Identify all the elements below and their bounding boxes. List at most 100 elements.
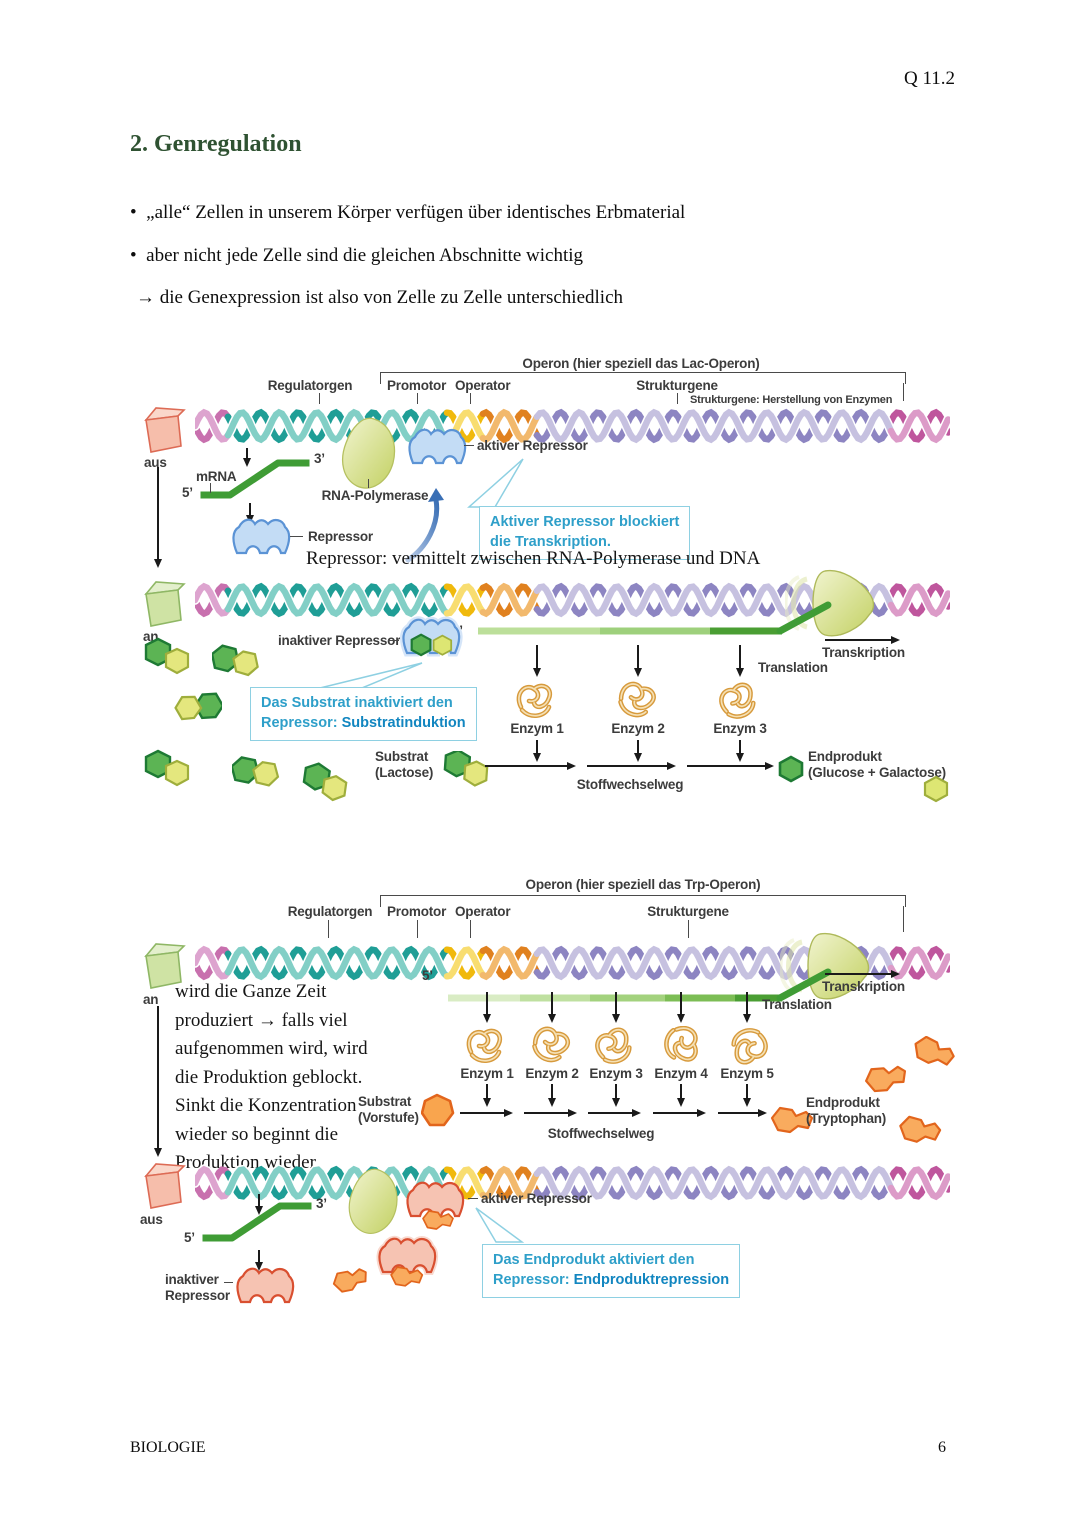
bullet-1-text: „alle“ Zellen in unserem Körper verfügen…: [146, 202, 686, 223]
enzyme-trp-2-label: Enzym 2: [525, 1066, 579, 1081]
pathway-arrow-1: [485, 765, 571, 767]
enzyme-trp-3-label: Enzym 3: [589, 1066, 643, 1081]
enzyme-trp-2-icon: [527, 1026, 577, 1066]
polymerase-leader: [368, 479, 370, 488]
gene-state-cube-off: svg .cubeTop{fill:#fad7ca;stroke:#dd6b55…: [145, 407, 185, 453]
enzyme-trp-4-label: Enzym 4: [654, 1066, 708, 1081]
pathway-label-trp: Stoffwechselweg: [547, 1126, 655, 1141]
transcription-arrow-trp: [825, 973, 895, 975]
translation-label: Translation: [758, 660, 828, 675]
label-operator-trp: Operator: [455, 904, 511, 919]
keyword-endproduktrepression: Endproduktrepression: [573, 1272, 730, 1289]
leader-regulatorgen: [319, 393, 321, 404]
lactose-pair: [144, 749, 190, 787]
enzyme-action-trp-1: [486, 1084, 488, 1102]
enzyme-trp-5-icon: [722, 1026, 772, 1066]
enzyme-action-trp-3: [615, 1084, 617, 1102]
lac-operon-figure: Operon (hier speziell das Lac-Operon) Re…: [130, 345, 975, 813]
repressor-note: Repressor: vermittelt zwischen RNA-Polym…: [306, 548, 761, 569]
enzyme-trp-4-icon: [656, 1026, 706, 1066]
mrna-zigzag: [200, 459, 310, 499]
enzyme-action-arrow-1: [536, 740, 538, 757]
leader-strukturgene-trp: [688, 920, 690, 938]
inactive-repressor-dash: [388, 640, 399, 642]
bracket-right-tick: [903, 383, 905, 401]
lac-operon-title: Operon (hier speziell das Lac-Operon): [522, 356, 760, 371]
repressor-shape: [232, 518, 291, 555]
mrna-arrow-2: [249, 503, 251, 519]
five-prime-transcript-trp: 5’: [422, 968, 433, 983]
mrna-arrow-trp-2: [258, 1250, 260, 1266]
translation-arrow-trp-4: [680, 992, 682, 1018]
rna-polymerase-blob-trp: [348, 1168, 398, 1234]
translation-arrow-trp-2: [551, 992, 553, 1018]
three-prime-trp: 3’: [316, 1196, 327, 1211]
pathway-trp-1: [460, 1112, 508, 1114]
callout-block-transcription: Aktiver Repressor blockiert die Transkri…: [479, 506, 691, 560]
leader-promotor-trp: [417, 920, 419, 938]
leader-operator: [470, 393, 472, 404]
transcription-label-trp: Transkription: [822, 979, 905, 994]
gene-state-cube-trp-on: [144, 943, 186, 989]
endproduct-glucose-icon: [778, 755, 804, 783]
repressor-label: Repressor: [308, 529, 373, 544]
enzyme-1-label: Enzym 1: [510, 721, 564, 736]
pathway-trp-3: [588, 1112, 636, 1114]
label-strukturgene-note: Strukturgene: Herstellung von Enzymen: [690, 394, 893, 406]
rna-polymerase-blob: [341, 417, 396, 489]
substrate-label: Substrat(Lactose): [375, 749, 434, 780]
mrna-leader: [210, 483, 212, 493]
mrna-label: mRNA: [196, 469, 237, 484]
leader-operator-trp: [470, 920, 472, 938]
label-promotor-trp: Promotor: [387, 904, 447, 919]
tryptophan-molecule-free: [330, 1266, 371, 1296]
dna-helix-off: [195, 407, 950, 445]
enzyme-trp-5-label: Enzym 5: [720, 1066, 774, 1081]
tryptophan-molecule: [910, 1036, 958, 1068]
substrate-label-trp: Substrat(Vorstufe): [358, 1094, 419, 1125]
mrna-arrow-trp-1: [258, 1194, 260, 1210]
enzyme-action-arrow-2: [637, 740, 639, 757]
lactose-pair: [172, 685, 222, 729]
active-repressor-label-trp: aktiver Repressor: [481, 1191, 592, 1206]
state-label-aus: aus: [144, 455, 167, 470]
enzyme-trp-3-icon: [591, 1026, 641, 1066]
tryptophan-molecule: [862, 1062, 910, 1094]
operon-bracket: [380, 372, 906, 384]
active-repressor-trp: [406, 1181, 465, 1230]
enzyme-2-label: Enzym 2: [611, 721, 665, 736]
label-strukturgene-trp: Strukturgene: [647, 904, 729, 919]
callout-induction-line2: Repressor: Substratinduktion: [261, 715, 466, 732]
active-repressor-dash: [464, 445, 474, 447]
callout-pointer-3: [475, 1207, 525, 1243]
rna-polymerase-label: RNA-Polymerase: [321, 488, 429, 503]
pathway-label: Stoffwechselweg: [576, 777, 684, 792]
translation-arrow-trp-1: [486, 992, 488, 1018]
enzyme-action-trp-2: [551, 1084, 553, 1102]
endproduct-galactose-icon: [923, 775, 949, 803]
enzyme-3-label: Enzym 3: [713, 721, 767, 736]
label-operator: Operator: [455, 378, 511, 393]
enzyme-action-trp-5: [746, 1084, 748, 1102]
callout-repression-line1: Das Endprodukt aktiviert den: [493, 1252, 695, 1268]
enzyme-2-icon: [613, 681, 663, 721]
bracket-right-tick-trp: [903, 906, 905, 932]
callout-pointer-1: [467, 458, 524, 508]
label-regulatorgen-trp: Regulatorgen: [287, 904, 373, 919]
leader-promotor: [417, 393, 419, 404]
substrate-lactose-icon: [443, 751, 490, 788]
endproduct-label: Endprodukt(Glucose + Galactose): [808, 749, 946, 780]
repressor-binding-trp: [370, 1232, 444, 1287]
substrate-vorstufe-icon: [421, 1093, 455, 1127]
callout-block-line2: die Transkription.: [490, 534, 611, 551]
callout-endproduktrepression: Das Endprodukt aktiviert den Repressor: …: [482, 1244, 741, 1298]
enzyme-trp-1-icon: [462, 1026, 512, 1066]
label-strukturgene: Strukturgene: [636, 378, 718, 393]
enzyme-trp-1-label: Enzym 1: [460, 1066, 514, 1081]
lactose-pair: [302, 761, 350, 803]
three-prime-label: 3’: [314, 451, 325, 466]
endproduct-label-trp: Endprodukt(Tryptophan): [806, 1095, 887, 1126]
